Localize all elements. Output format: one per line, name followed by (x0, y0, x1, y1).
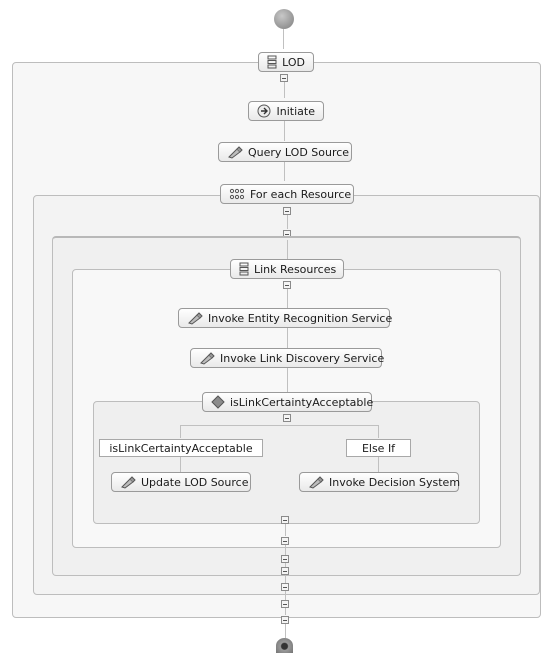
end-event-icon[interactable] (276, 638, 293, 653)
invoke-link-discovery-node[interactable]: Invoke Link Discovery Service (190, 348, 385, 368)
collapse-toggle[interactable] (283, 207, 291, 215)
collapse-toggle[interactable] (283, 281, 291, 289)
collapse-toggle[interactable] (280, 74, 288, 82)
connector (283, 29, 284, 49)
invoke-icon (199, 351, 215, 365)
sequence-icon (267, 55, 277, 69)
collapse-toggle[interactable] (281, 537, 289, 545)
connector (287, 328, 288, 348)
connector (285, 591, 286, 600)
connector (284, 82, 285, 98)
for-each-resource-label: For each Resource (250, 187, 352, 201)
connector (287, 215, 288, 229)
update-lod-source-node[interactable]: Update LOD Source (111, 472, 251, 492)
invoke-decision-system-label: Invoke Decision System (329, 475, 461, 489)
diamond-icon (211, 395, 225, 409)
invoke-entity-recognition-label: Invoke Entity Recognition Service (208, 311, 393, 325)
connector (284, 121, 285, 141)
condition-node[interactable]: isLinkCertaintyAcceptable (202, 392, 374, 412)
invoke-icon (187, 311, 203, 325)
receive-icon (257, 104, 272, 118)
connector (287, 289, 288, 308)
lod-scope-node[interactable]: LOD (258, 52, 314, 72)
invoke-icon (120, 475, 136, 489)
connector (285, 575, 286, 583)
connector (378, 425, 379, 438)
invoke-icon (227, 145, 243, 159)
initiate-label: Initiate (276, 104, 315, 118)
query-lod-source-label: Query LOD Source (248, 145, 350, 159)
link-resources-node[interactable]: Link Resources (230, 259, 344, 279)
lod-scope-label: LOD (282, 55, 305, 69)
update-lod-source-label: Update LOD Source (141, 475, 249, 489)
invoke-icon (308, 475, 324, 489)
connector (285, 545, 286, 555)
invoke-link-discovery-label: Invoke Link Discovery Service (220, 351, 385, 365)
condition-label: isLinkCertaintyAcceptable (230, 395, 374, 409)
invoke-decision-system-node[interactable]: Invoke Decision System (299, 472, 461, 492)
link-resources-label: Link Resources (254, 262, 337, 276)
connector (287, 368, 288, 392)
collapse-toggle[interactable] (281, 567, 289, 575)
connector (284, 162, 285, 181)
connector (180, 425, 378, 426)
branch-else-text: Else If (361, 441, 396, 455)
connector (287, 240, 288, 260)
branch-if-text: isLinkCertaintyAcceptable (109, 441, 253, 455)
sequence-icon (239, 262, 249, 276)
branch-if-label[interactable]: isLinkCertaintyAcceptable (99, 439, 263, 457)
invoke-entity-recognition-node[interactable]: Invoke Entity Recognition Service (178, 308, 393, 328)
for-each-resource-node[interactable]: For each Resource (220, 184, 354, 204)
collapse-toggle[interactable] (281, 583, 289, 591)
collapse-toggle[interactable] (283, 414, 291, 422)
connector (285, 563, 286, 567)
connector (180, 425, 181, 438)
collapse-toggle[interactable] (281, 616, 289, 624)
connector (285, 524, 286, 536)
start-event-icon[interactable] (274, 9, 294, 29)
collapse-toggle[interactable] (281, 555, 289, 563)
connector (285, 608, 286, 615)
connector (180, 457, 181, 472)
connector (285, 624, 286, 638)
collapse-toggle[interactable] (281, 600, 289, 608)
collapse-toggle[interactable] (281, 516, 289, 524)
initiate-node[interactable]: Initiate (248, 101, 324, 121)
query-lod-source-node[interactable]: Query LOD Source (218, 142, 352, 162)
branch-else-label[interactable]: Else If (346, 439, 411, 457)
foreach-icon (229, 187, 245, 201)
connector (378, 457, 379, 472)
